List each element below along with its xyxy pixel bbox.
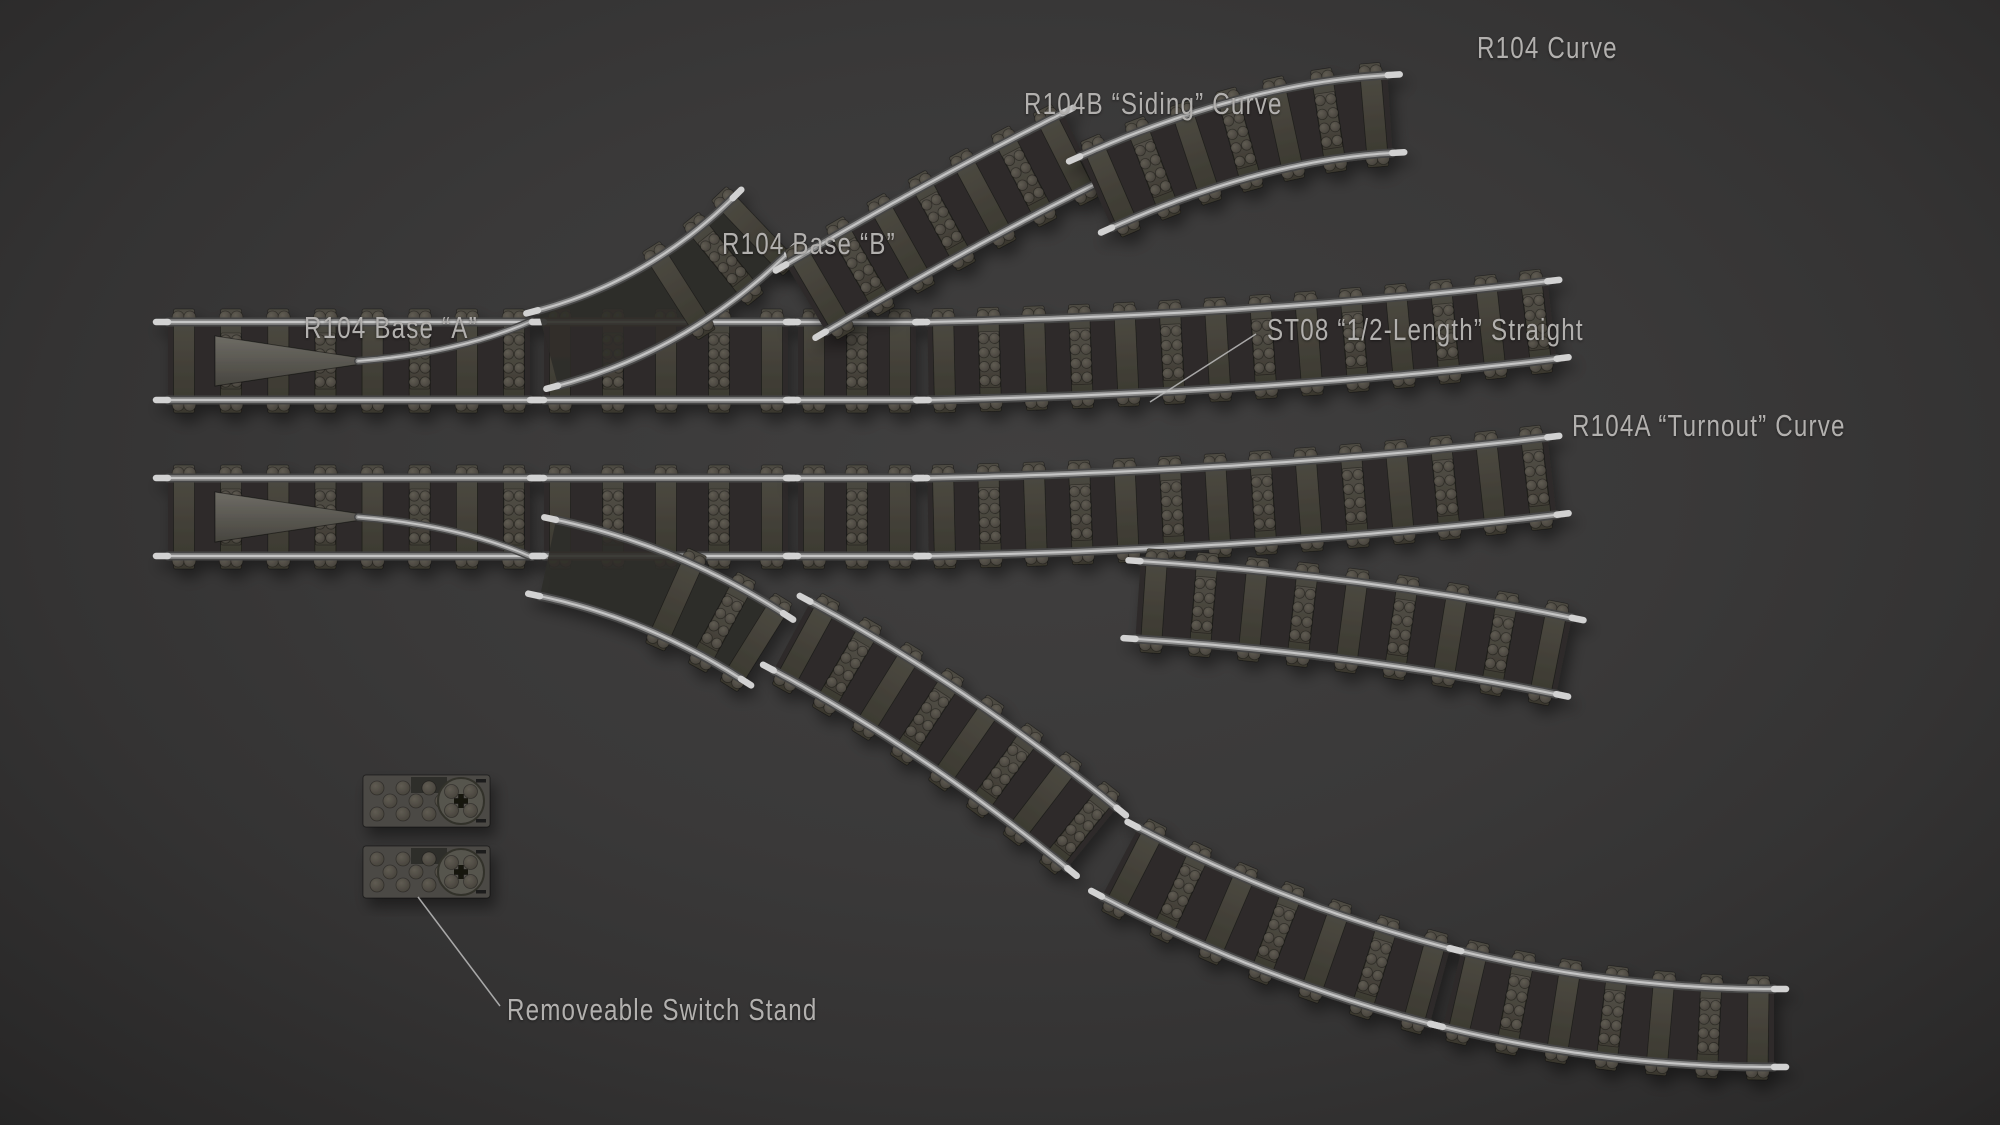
- r104b-siding-curve-exploded: [772, 104, 1112, 341]
- siding-curve-assembled-2: [1087, 818, 1465, 1035]
- r104-base-b-exploded: [523, 186, 804, 414]
- leader-line-1: [1149, 333, 1257, 403]
- label-switch-stand: Removeable Switch Stand: [507, 992, 818, 1027]
- switch-stand-2: [362, 845, 491, 899]
- turnout-curve-assembled-2: [1120, 548, 1587, 707]
- label-r104-base-b: R104 Base “B”: [722, 226, 896, 261]
- label-st08-straight: ST08 “1/2-Length” Straight: [1267, 312, 1584, 347]
- siding-curve-assembled-1: [759, 592, 1130, 880]
- leader-line-2: [417, 896, 501, 1007]
- label-r104a-turnout: R104A “Turnout” Curve: [1572, 408, 1846, 443]
- r104-base-a-exploded: [152, 308, 546, 414]
- st08-straight-assembled: [782, 464, 932, 570]
- switch-stand-1: [362, 774, 491, 828]
- st08-straight-exploded: [782, 308, 932, 414]
- r104a-turnout-assembled: [911, 424, 1572, 570]
- r104-base-a-assembled: [152, 464, 546, 570]
- r104a-turnout-exploded: [911, 268, 1572, 414]
- r104-curve-exploded: [1065, 62, 1408, 238]
- r104-base-b-assembled: [524, 464, 804, 692]
- label-r104-curve: R104 Curve: [1477, 30, 1618, 65]
- label-r104b-siding: R104B “Siding” Curve: [1024, 86, 1283, 121]
- label-r104-base-a: R104 Base “A”: [304, 310, 478, 345]
- curve-assembled-3: [1427, 939, 1790, 1081]
